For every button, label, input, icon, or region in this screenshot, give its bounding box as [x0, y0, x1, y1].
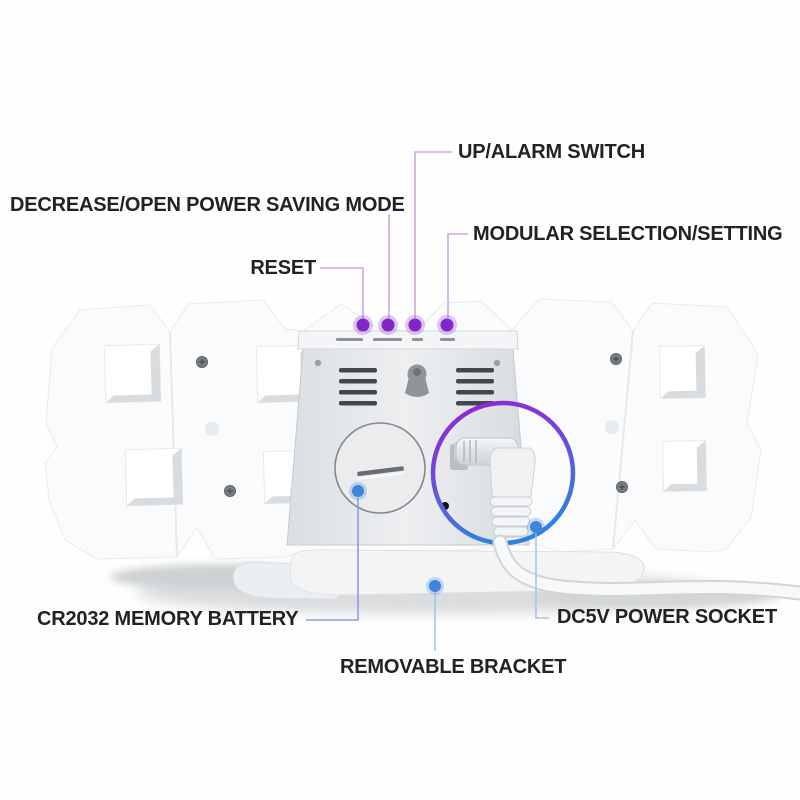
up-alarm-switch-label: UP/ALARM SWITCH [458, 141, 645, 163]
battery-callout-line [306, 498, 359, 621]
power-plug [450, 437, 536, 546]
cr2032-battery-label: CR2032 MEMORY BATTERY [37, 608, 299, 630]
digit-crease-left [169, 331, 178, 558]
button-micro-labels [336, 338, 455, 341]
modular-selection-label: MODULAR SELECTION/SETTING [473, 223, 783, 245]
decrease-power-saving-label: DECREASE/OPEN POWER SAVING MODE [10, 194, 405, 216]
battery-cover-slot [357, 466, 404, 477]
panel-screw-right [493, 359, 501, 367]
up-alarm-callout-line [414, 151, 452, 318]
power-cable [492, 534, 800, 601]
decrease-button-marker [381, 318, 395, 332]
panel-screw-left [314, 359, 322, 367]
reset-callout-line [320, 267, 364, 318]
wall-mount-keyhole [405, 364, 429, 397]
battery-cover [334, 422, 426, 514]
plug-strain-relief [489, 496, 533, 546]
removable-bracket-label: REMOVABLE BRACKET [340, 656, 567, 678]
case-nub-left [205, 422, 219, 436]
reset-button-marker [356, 318, 370, 332]
up-alarm-button-marker [408, 318, 422, 332]
callout-lines [306, 151, 549, 651]
dc5v-marker [530, 521, 542, 533]
reset-label: RESET [250, 257, 316, 279]
modular-button-marker [440, 318, 454, 332]
dc5v-callout-line [535, 533, 549, 619]
case-screws [196, 353, 628, 497]
battery-marker [352, 485, 364, 497]
dc5v-socket-label: DC5V POWER SOCKET [557, 606, 777, 628]
case-nub-right [605, 420, 619, 434]
digit-crease-right [612, 330, 634, 550]
vent-slots [339, 368, 494, 406]
bracket-marker [429, 580, 441, 592]
modular-callout-line [447, 233, 468, 318]
button-markers [353, 315, 457, 335]
feature-markers [349, 482, 545, 595]
panel-top-strip [297, 330, 519, 350]
